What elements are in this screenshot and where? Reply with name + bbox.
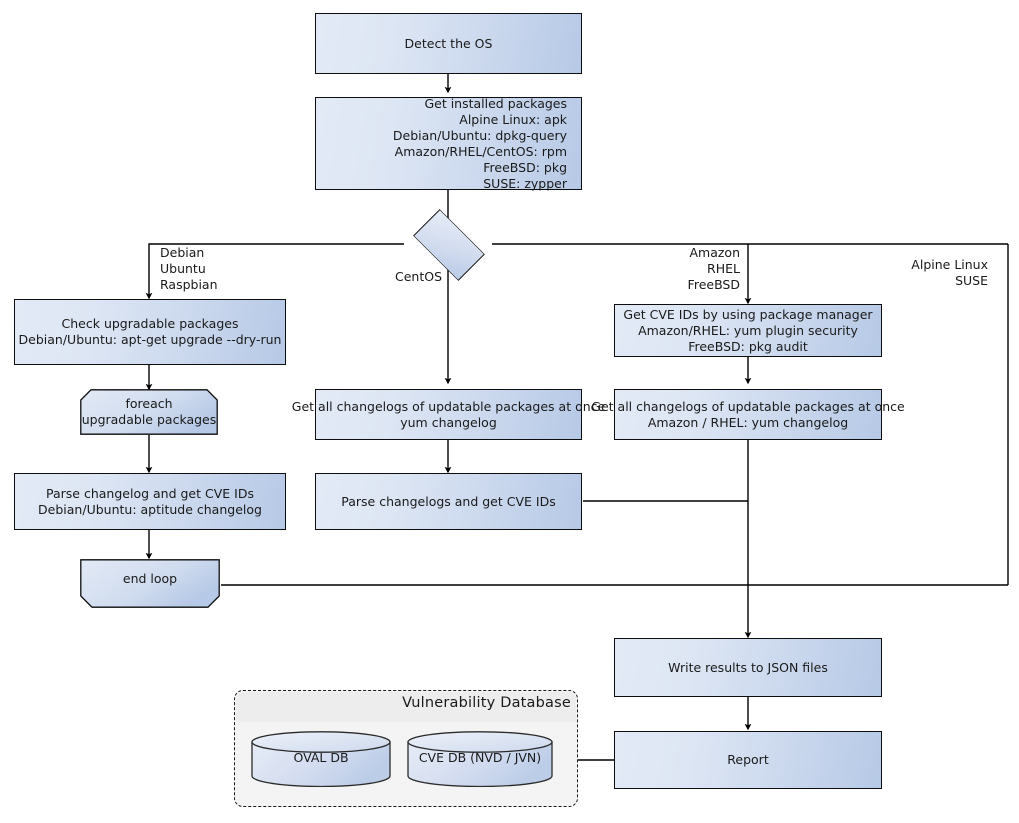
node-end-loop[interactable]: end loop: [80, 559, 220, 608]
vulnerability-database-group: Vulnerability Database OVAL D: [234, 690, 578, 807]
db-cylinder-oval-label: OVAL DB: [293, 750, 349, 765]
node-report-label: Report: [727, 752, 769, 767]
node-get-changelogs-centos-label: Get all changelogs of updatable packages…: [291, 398, 606, 430]
node-report[interactable]: Report: [614, 731, 882, 789]
cve-db-shape: [407, 731, 553, 788]
node-get-changelogs-centos[interactable]: Get all changelogs of updatable packages…: [292, 389, 605, 440]
node-end-loop-label: end loop: [122, 570, 178, 586]
db-cylinder-cve-label: CVE DB (NVD / JVN): [418, 750, 542, 765]
node-get-changelogs-rhel[interactable]: Get all changelogs of updatable packages…: [591, 389, 905, 440]
vulnerability-database-title: Vulnerability Database: [402, 695, 571, 711]
node-parse-changelogs-centos-label: Parse changelogs and get CVE IDs: [341, 493, 556, 509]
db-cylinder-cve[interactable]: CVE DB (NVD / JVN): [407, 731, 553, 788]
edge-label-centos-branch: CentOS: [394, 269, 442, 284]
node-write-results-json-label: Write results to JSON files: [668, 659, 828, 675]
node-write-results-json[interactable]: Write results to JSON files: [614, 638, 882, 697]
node-detect-os[interactable]: Detect the OS: [315, 13, 582, 74]
loop-end-shape: [80, 559, 220, 608]
vulnerability-database-title-band: [236, 692, 576, 722]
oval-db-shape: [251, 731, 391, 788]
db-cylinder-oval[interactable]: OVAL DB: [251, 731, 391, 788]
loop-start-shape: [80, 389, 218, 435]
node-parse-changelogs-centos[interactable]: Parse changelogs and get CVE IDs: [315, 473, 582, 530]
node-detect-os-label: Detect the OS: [404, 35, 493, 51]
node-get-changelogs-rhel-label: Get all changelogs of updatable packages…: [591, 398, 905, 430]
